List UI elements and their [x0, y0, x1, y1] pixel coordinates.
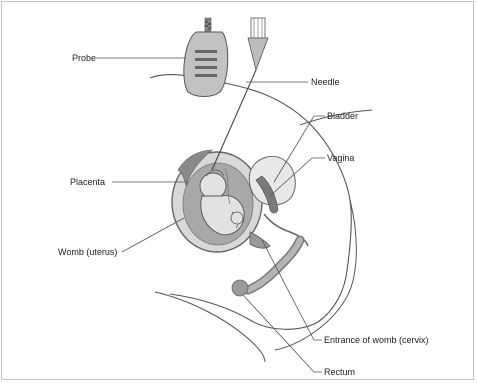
probe-icon	[184, 18, 228, 97]
label-vagina: Vagina	[327, 153, 354, 163]
cervix-shape	[250, 232, 270, 248]
label-probe: Probe	[72, 53, 96, 63]
rectum-shape	[248, 240, 300, 290]
label-placenta: Placenta	[70, 177, 105, 187]
label-bladder: Bladder	[327, 111, 358, 121]
buttock-outline	[275, 200, 356, 350]
rectum-end	[232, 280, 248, 296]
label-needle: Needle	[311, 77, 340, 87]
label-rectum: Rectum	[324, 367, 355, 377]
label-cervix: Entrance of womb (cervix)	[324, 335, 429, 345]
label-womb: Womb (uterus)	[58, 247, 117, 257]
